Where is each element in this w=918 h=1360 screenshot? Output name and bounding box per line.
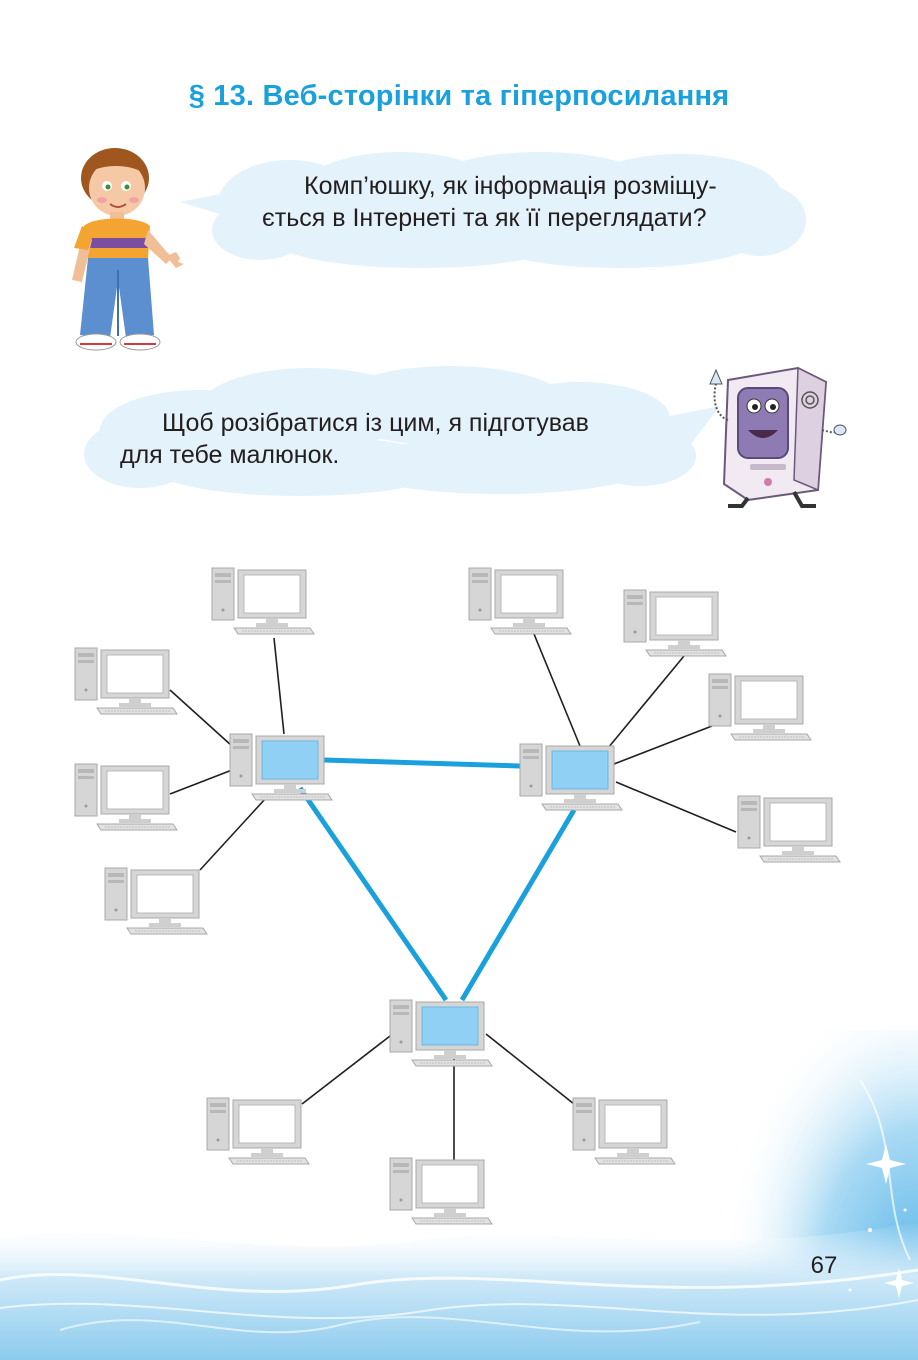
computer-character-illustration: [709, 366, 847, 508]
client-computer: [211, 567, 315, 635]
client-computer: [104, 867, 208, 935]
hub-bottom-computer: [389, 999, 493, 1067]
boy-question-line-2: ється в Інтернеті та як її переглядати?: [262, 204, 707, 232]
client-computer: [74, 647, 178, 715]
backbone-link-left-right: [323, 757, 521, 769]
page-number: 67: [810, 1252, 838, 1279]
computer-answer-line-2: для тебе малюнок.: [120, 441, 340, 469]
hub-left-computer: [229, 733, 333, 801]
boy-question-line-1: Комп’юшку, як інформація розміщу-: [304, 172, 717, 200]
computer-answer: Щоб розібратися із цим, я підготував для…: [120, 407, 668, 471]
hub-right-computer: [519, 743, 623, 811]
boy-character-illustration: [72, 148, 184, 351]
speech-cloud-computer: [84, 366, 720, 496]
client-computer: [74, 763, 178, 831]
speech-cloud-boy: [180, 152, 806, 268]
computer-answer-line-1: Щоб розібратися із цим, я підготував: [162, 409, 589, 437]
client-computer: [468, 567, 572, 635]
client-links: [169, 633, 737, 1162]
sparkle-icon: [848, 1144, 914, 1298]
network-diagram: [74, 567, 841, 1225]
backbone-link-right-bottom: [459, 808, 577, 1002]
client-computer: [572, 1097, 676, 1165]
client-computer: [737, 795, 841, 863]
client-computer: [623, 589, 727, 657]
client-computer: [206, 1097, 310, 1165]
client-computer: [389, 1157, 493, 1225]
client-computer: [708, 673, 812, 741]
backbone-link-left-bottom: [297, 786, 449, 1002]
backbone-links: [297, 757, 577, 1002]
boy-question: Комп’юшку, як інформація розміщу- ється …: [262, 170, 782, 234]
section-title: § 13. Веб-сторінки та гіперпосилання: [188, 80, 730, 112]
